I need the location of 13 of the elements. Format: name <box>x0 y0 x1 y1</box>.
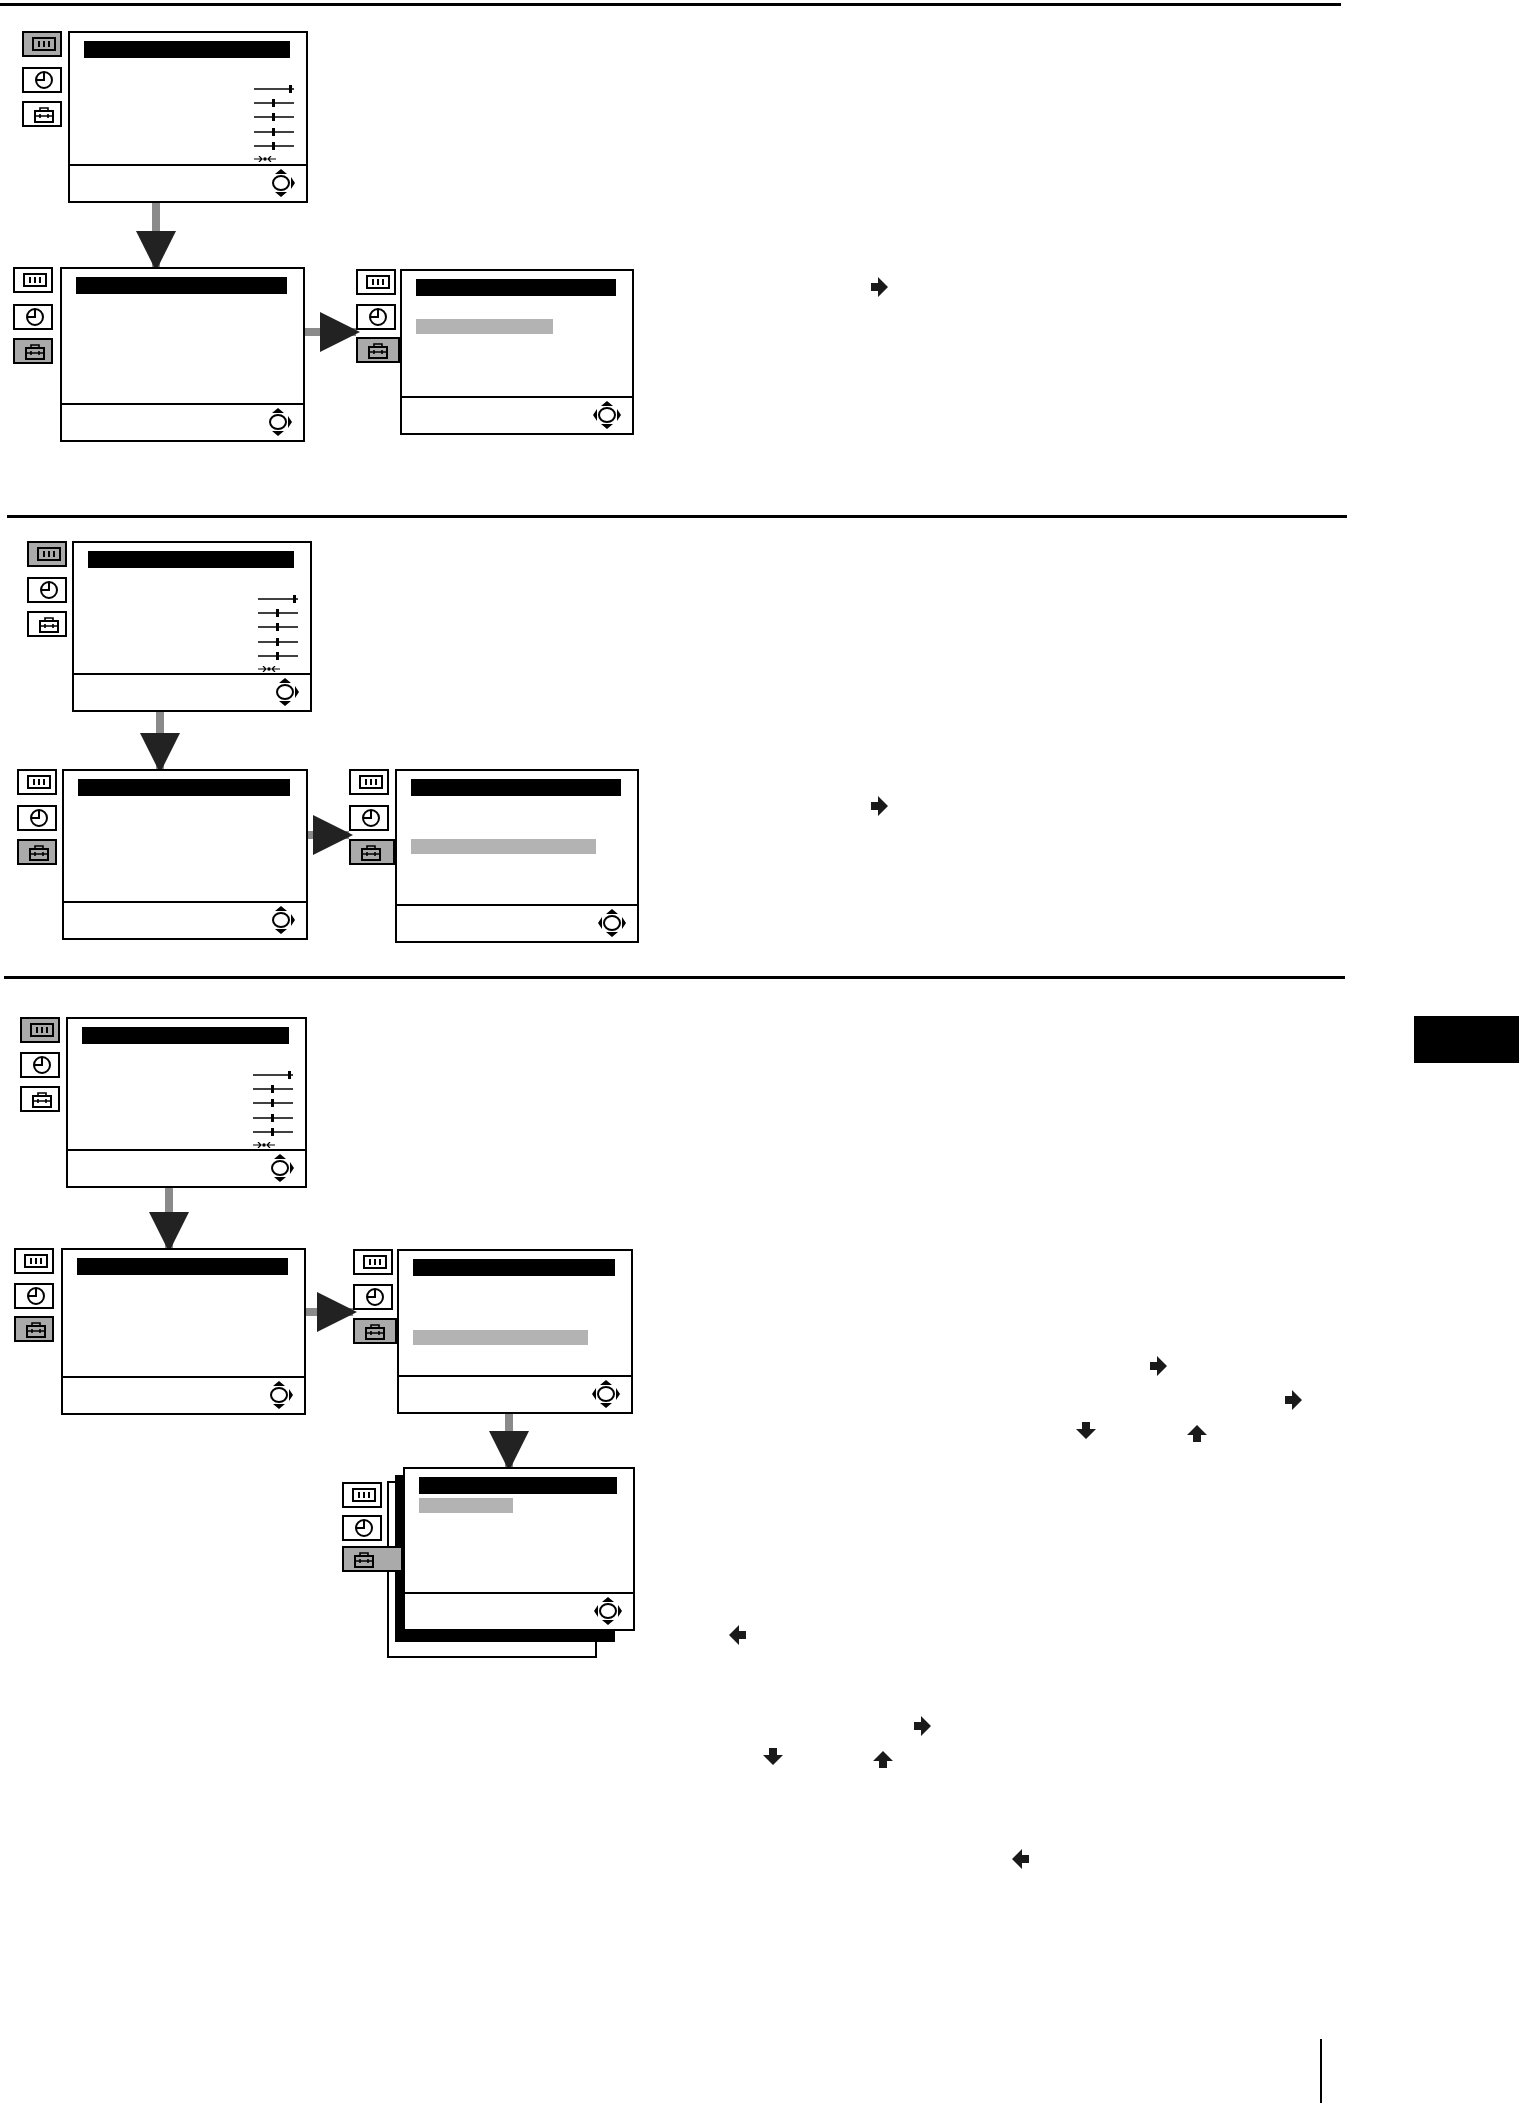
menu-screen <box>72 541 312 712</box>
arrow <box>306 1292 357 1332</box>
menu-screen <box>62 769 308 940</box>
menu-screen <box>68 31 308 203</box>
menu-screen <box>400 269 634 435</box>
menu-screen <box>397 1249 633 1414</box>
menu-screen <box>66 1017 307 1188</box>
arrow <box>305 312 360 352</box>
menu-screen <box>61 1248 306 1415</box>
arrow <box>308 815 353 855</box>
menu-screen <box>60 267 305 442</box>
menu-screen <box>403 1467 635 1631</box>
menu-screen <box>395 769 639 943</box>
